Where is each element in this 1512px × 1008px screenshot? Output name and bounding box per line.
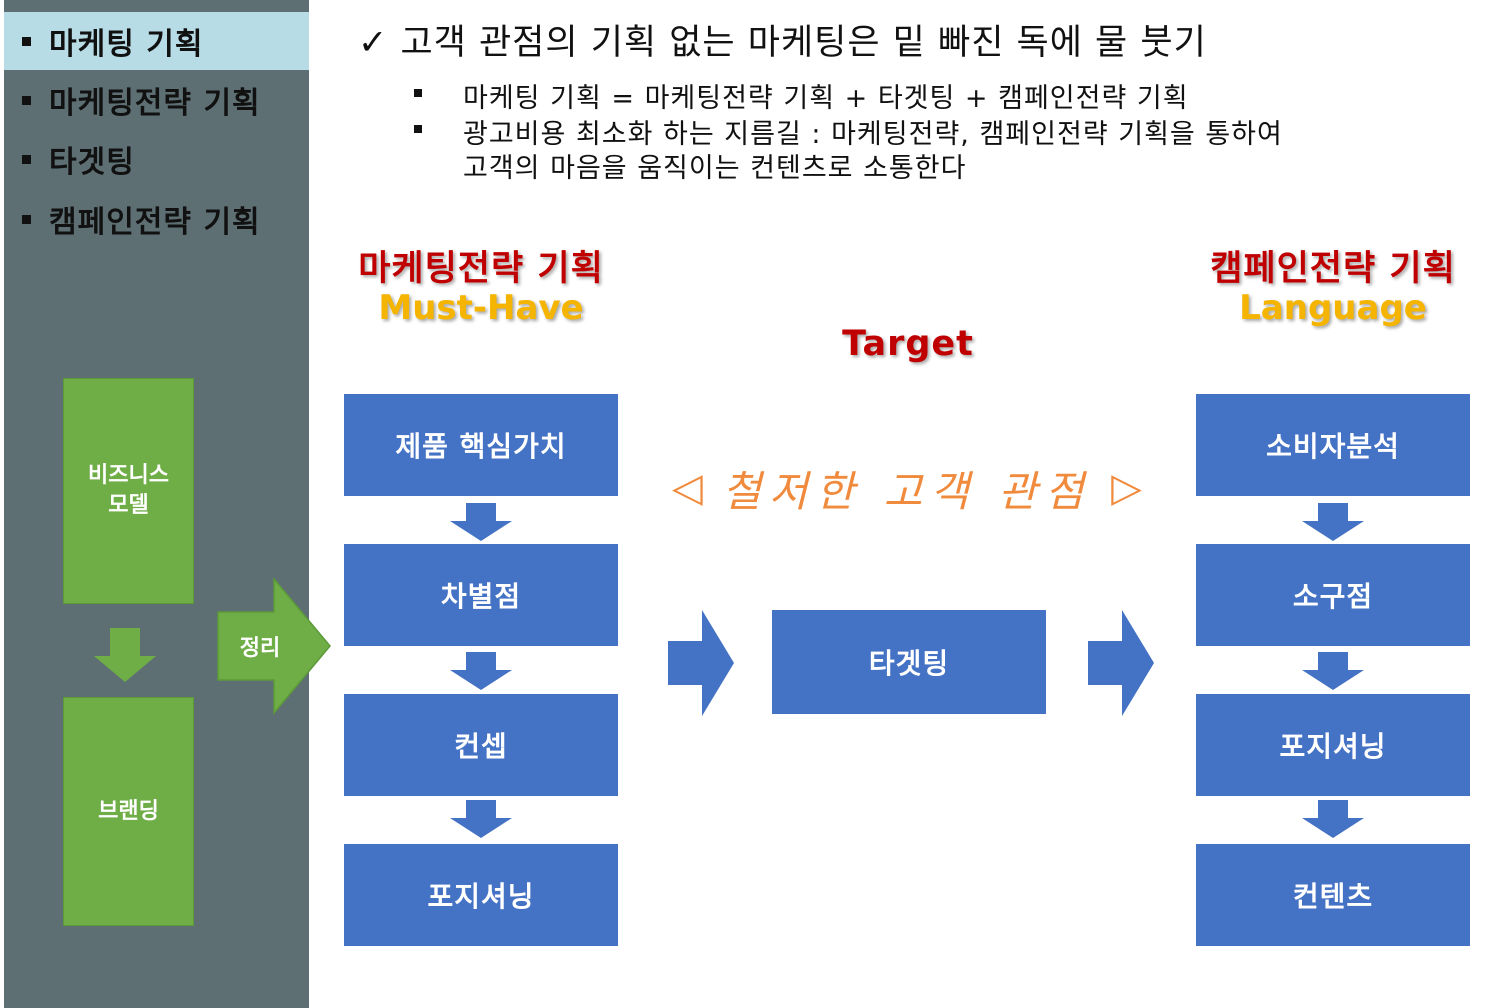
bullet-icon — [22, 36, 31, 46]
down-arrow-icon — [450, 800, 512, 838]
bullet-icon — [22, 95, 31, 105]
step-differentiation: 차별점 — [344, 544, 618, 646]
sidebar: 마케팅 기획 마케팅전략 기획 타겟팅 캠페인전략 기획 비즈니스 모델 브랜딩 — [4, 0, 309, 1008]
bullet-icon — [22, 154, 31, 164]
language-subtitle: Language — [1239, 288, 1427, 328]
sidebar-item-label: 캠페인전략 기획 — [49, 205, 261, 240]
sidebar-item-label: 마케팅 기획 — [49, 27, 204, 62]
right-arrow-icon — [1088, 610, 1154, 716]
sidebar-item-marketing-strategy[interactable]: 마케팅전략 기획 — [4, 71, 309, 129]
right-arrow-icon — [668, 610, 734, 716]
step-core-value: 제품 핵심가치 — [344, 394, 618, 496]
summary-arrow-label: 정리 — [239, 636, 281, 661]
target-title: Target — [842, 324, 974, 364]
marketing-strategy-title: 마케팅전략 기획 — [358, 249, 604, 289]
campaign-strategy-title: 캠페인전략 기획 — [1210, 249, 1456, 289]
step-consumer-analysis: 소비자분석 — [1196, 394, 1470, 496]
down-arrow-icon — [1302, 652, 1364, 690]
summary-arrow-icon — [217, 577, 331, 715]
sidebar-item-campaign-strategy[interactable]: 캠페인전략 기획 — [4, 190, 309, 248]
left-triangle-icon: ◁ — [672, 465, 703, 511]
sidebar-item-label: 마케팅전략 기획 — [49, 86, 261, 121]
down-arrow-icon — [450, 503, 512, 541]
sidebar-item-marketing-planning[interactable]: 마케팅 기획 — [4, 12, 309, 70]
down-arrow-icon — [1302, 800, 1364, 838]
down-arrow-icon — [1302, 503, 1364, 541]
step-positioning-right: 포지셔닝 — [1196, 694, 1470, 796]
sidebar-item-label: 타겟팅 — [49, 145, 135, 180]
banner-label: 철저한 고객 관점 — [722, 466, 1092, 516]
must-have-subtitle: Must-Have — [378, 288, 584, 328]
page-headline: ✓ 고객 관점의 기획 없는 마케팅은 밑 빠진 독에 물 붓기 — [358, 23, 1207, 63]
bullet-icon — [22, 214, 31, 224]
down-arrow-icon — [94, 628, 156, 682]
sidebar-item-targeting[interactable]: 타겟팅 — [4, 130, 309, 188]
step-concept: 컨셉 — [344, 694, 618, 796]
step-positioning: 포지셔닝 — [344, 844, 618, 946]
targeting-box: 타겟팅 — [772, 610, 1046, 714]
right-triangle-icon: ▷ — [1111, 465, 1142, 511]
bullet-icon — [414, 89, 422, 97]
bullet-icon — [414, 125, 422, 133]
branding-box: 브랜딩 — [63, 697, 194, 926]
down-arrow-icon — [450, 652, 512, 690]
step-contents: 컨텐츠 — [1196, 844, 1470, 946]
customer-perspective-banner: ◁ 철저한 고객 관점 ▷ — [672, 456, 1142, 520]
step-appeal-point: 소구점 — [1196, 544, 1470, 646]
business-model-box: 비즈니스 모델 — [63, 378, 194, 604]
